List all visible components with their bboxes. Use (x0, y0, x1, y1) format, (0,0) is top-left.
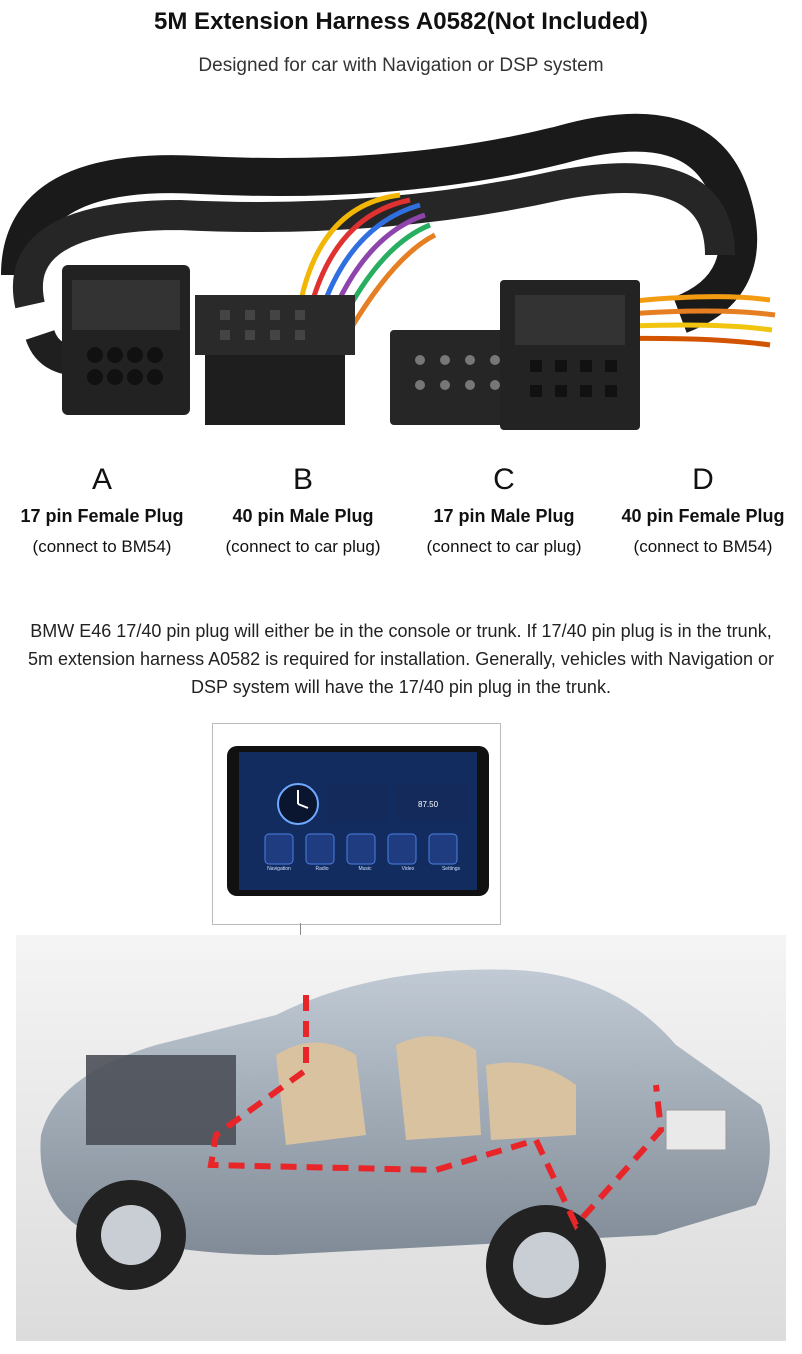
page-subtitle: Designed for car with Navigation or DSP … (198, 55, 604, 76)
install-description: BMW E46 17/40 pin plug will either be in… (27, 621, 775, 697)
tile-music: Music (358, 866, 372, 872)
divider (16, 1340, 786, 1341)
head-unit-inset: 87.50 Navigation Radio Music Video Setti… (212, 723, 501, 925)
plug-d: D 40 pin Female Plug (connect to BM54) (603, 462, 802, 557)
car-cutaway-image (16, 935, 786, 1340)
page-title: 5M Extension Harness A0582(Not Included) (154, 8, 648, 35)
plug-name: 40 pin Male Plug (232, 506, 374, 526)
wiring-route (207, 995, 665, 1231)
radio-frequency: 87.50 (418, 800, 439, 809)
connector-b (195, 295, 355, 425)
plug-name: 40 pin Female Plug (621, 506, 785, 526)
plug-letter: D (692, 463, 714, 496)
plug-note: (connect to car plug) (225, 537, 381, 556)
harness-image (1, 113, 776, 430)
plug-letter: A (91, 463, 112, 496)
tile-radio: Radio (315, 866, 329, 872)
plug-c: C 17 pin Male Plug (connect to car plug) (404, 462, 604, 557)
plug-note: (connect to car plug) (426, 537, 582, 556)
plug-letter: C (493, 463, 515, 496)
plug-legend: A 17 pin Female Plug (connect to BM54) B… (0, 462, 802, 572)
tile-video: Video (401, 866, 415, 872)
plug-name: 17 pin Male Plug (433, 506, 575, 526)
plug-note: (connect to BM54) (633, 537, 773, 556)
plug-note: (connect to BM54) (32, 537, 172, 556)
connector-a (62, 265, 190, 415)
plug-name: 17 pin Female Plug (20, 506, 184, 526)
connector-c (390, 330, 515, 425)
head-unit-image (227, 746, 489, 896)
tile-labels: Navigation Radio Music Video Settings (265, 866, 465, 872)
connector-d (500, 280, 640, 430)
plug-letter: B (292, 463, 313, 496)
tile-navigation: Navigation (267, 866, 291, 872)
tile-settings: Settings (441, 866, 461, 872)
plug-a: A 17 pin Female Plug (connect to BM54) (2, 462, 202, 557)
plug-b: B 40 pin Male Plug (connect to car plug) (203, 462, 403, 557)
